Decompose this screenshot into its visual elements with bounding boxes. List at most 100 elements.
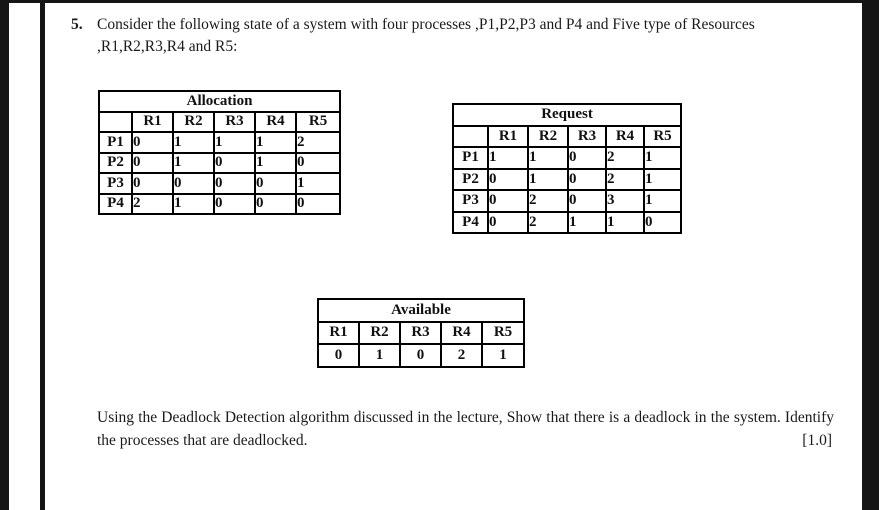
margin-rule — [40, 0, 45, 510]
cell: 0 — [487, 167, 529, 191]
cell: 0 — [294, 192, 342, 215]
cell: 2 — [131, 192, 174, 215]
table-row: P1 0 1 1 1 2 — [98, 131, 342, 154]
cell: 1 — [642, 167, 683, 191]
cell: 1 — [527, 146, 569, 170]
cell: 1 — [294, 172, 342, 195]
cell: 0 — [213, 192, 256, 215]
table-row: P3 0 2 0 3 1 — [452, 189, 683, 213]
column-header: R3 — [213, 110, 256, 133]
cell: 0 — [642, 210, 683, 234]
table-row: P2 0 1 0 2 1 — [452, 167, 683, 191]
cell: 2 — [605, 146, 645, 170]
cell: 0 — [567, 167, 607, 191]
marks-badge: [1.0] — [802, 432, 832, 449]
cell: 2 — [294, 131, 342, 154]
request-table: Request R1 R2 R3 R4 R5 P1 1 1 0 2 1 P2 0… — [451, 103, 683, 234]
request-table-title: Request — [451, 103, 683, 127]
row-label: P2 — [452, 167, 489, 191]
cell: 3 — [605, 189, 645, 213]
corner-cell — [98, 110, 133, 133]
cell: 0 — [567, 189, 607, 213]
column-header: R4 — [254, 110, 297, 133]
cell: 0 — [567, 146, 607, 170]
cell: 2 — [605, 167, 645, 191]
column-header: R3 — [399, 320, 442, 345]
allocation-table-title: Allocation — [97, 90, 342, 113]
question-block: 5. Consider the following state of a sys… — [71, 14, 833, 58]
row-label: P3 — [452, 189, 489, 213]
question-text: Consider the following state of a system… — [97, 16, 755, 55]
cell: 1 — [605, 210, 645, 234]
column-header: R2 — [172, 110, 215, 133]
question-number: 5. — [71, 16, 83, 33]
cell: 0 — [131, 151, 174, 174]
column-header: R5 — [642, 124, 683, 148]
cell: 0 — [213, 172, 256, 195]
column-header: R1 — [487, 124, 529, 148]
cell: 1 — [480, 343, 526, 368]
column-header: R4 — [440, 320, 483, 345]
footer-text: Using the Deadlock Detection algorithm d… — [97, 409, 834, 449]
row-label: P1 — [452, 146, 489, 170]
available-title-row: Available — [316, 298, 526, 323]
cell: 0 — [131, 131, 174, 154]
cell: 1 — [567, 210, 607, 234]
table-row: P2 0 1 0 1 0 — [98, 151, 342, 174]
table-row: P4 2 1 0 0 0 — [98, 192, 342, 215]
available-header-row: R1 R2 R3 R4 R5 — [317, 320, 526, 345]
cell: 1 — [172, 192, 215, 215]
cell: 1 — [172, 131, 215, 154]
cell: 0 — [254, 172, 297, 195]
cell: 1 — [358, 343, 401, 368]
cell: 0 — [294, 151, 342, 174]
page-left-edge — [0, 0, 9, 510]
cell: 1 — [642, 189, 683, 213]
page-right-edge — [862, 0, 879, 510]
table-row: P1 1 1 0 2 1 — [452, 146, 683, 170]
row-label: P4 — [452, 210, 489, 234]
available-table: Available R1 R2 R3 R4 R5 0 1 0 2 1 — [316, 298, 526, 368]
cell: 0 — [487, 189, 529, 213]
cell: 0 — [213, 151, 256, 174]
table-row: 0 1 0 2 1 — [317, 343, 526, 368]
row-label: P4 — [98, 192, 133, 215]
cell: 1 — [213, 131, 256, 154]
corner-cell — [452, 124, 489, 148]
column-header: R5 — [294, 110, 342, 133]
cell: 1 — [527, 167, 569, 191]
allocation-title-row: Allocation — [97, 90, 342, 113]
cell: 0 — [172, 172, 215, 195]
column-header: R2 — [358, 320, 401, 345]
table-row: P4 0 2 1 1 0 — [452, 210, 683, 234]
column-header: R2 — [527, 124, 569, 148]
cell: 0 — [487, 210, 529, 234]
cell: 0 — [399, 343, 442, 368]
cell: 1 — [642, 146, 683, 170]
row-label: P1 — [98, 131, 133, 154]
page-top-edge — [0, 0, 879, 3]
column-header: R1 — [131, 110, 174, 133]
row-label: P2 — [98, 151, 133, 174]
request-title-row: Request — [451, 103, 683, 127]
allocation-header-row: R1 R2 R3 R4 R5 — [98, 110, 342, 133]
allocation-table: Allocation R1 R2 R3 R4 R5 P1 0 1 1 1 2 P… — [97, 90, 342, 215]
available-table-title: Available — [316, 298, 526, 323]
cell: 2 — [527, 210, 569, 234]
cell: 1 — [254, 151, 297, 174]
column-header: R4 — [605, 124, 645, 148]
column-header: R3 — [567, 124, 607, 148]
cell: 1 — [254, 131, 297, 154]
request-header-row: R1 R2 R3 R4 R5 — [452, 124, 683, 148]
footer-instruction: Using the Deadlock Detection algorithm d… — [97, 406, 834, 452]
cell: 1 — [487, 146, 529, 170]
cell: 0 — [131, 172, 174, 195]
cell: 0 — [254, 192, 297, 215]
cell: 1 — [172, 151, 215, 174]
table-row: P3 0 0 0 0 1 — [98, 172, 342, 195]
cell: 2 — [527, 189, 569, 213]
cell: 2 — [440, 343, 483, 368]
column-header: R1 — [317, 320, 360, 345]
column-header: R5 — [480, 320, 526, 345]
